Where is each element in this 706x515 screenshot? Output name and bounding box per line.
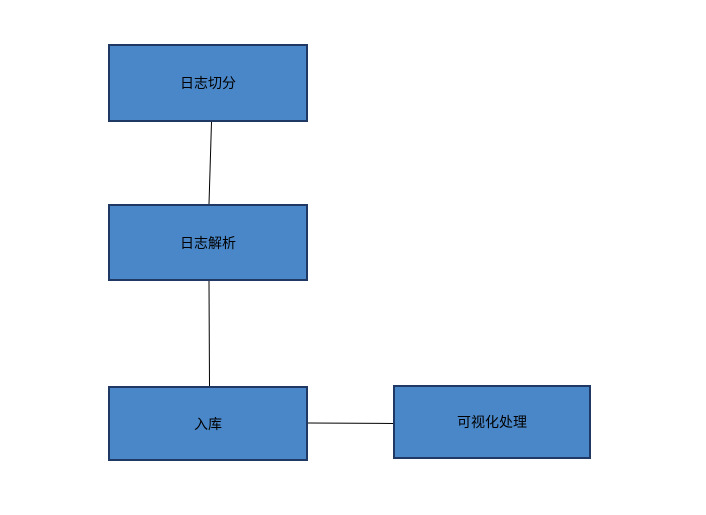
connector-log-split-to-log-parse[interactable] [208, 121, 212, 205]
node-storage[interactable]: 入库 [108, 386, 308, 461]
node-storage-label: 入库 [194, 415, 222, 432]
node-log-split[interactable]: 日志切分 [108, 44, 308, 122]
connector-log-parse-to-storage[interactable] [208, 280, 210, 387]
connector-storage-to-visualization[interactable] [307, 422, 394, 424]
node-log-parse[interactable]: 日志解析 [108, 204, 308, 281]
node-visualization[interactable]: 可视化处理 [393, 385, 591, 459]
node-log-parse-label: 日志解析 [180, 234, 236, 251]
node-log-split-label: 日志切分 [180, 75, 236, 91]
node-visualization-label: 可视化处理 [457, 414, 527, 430]
